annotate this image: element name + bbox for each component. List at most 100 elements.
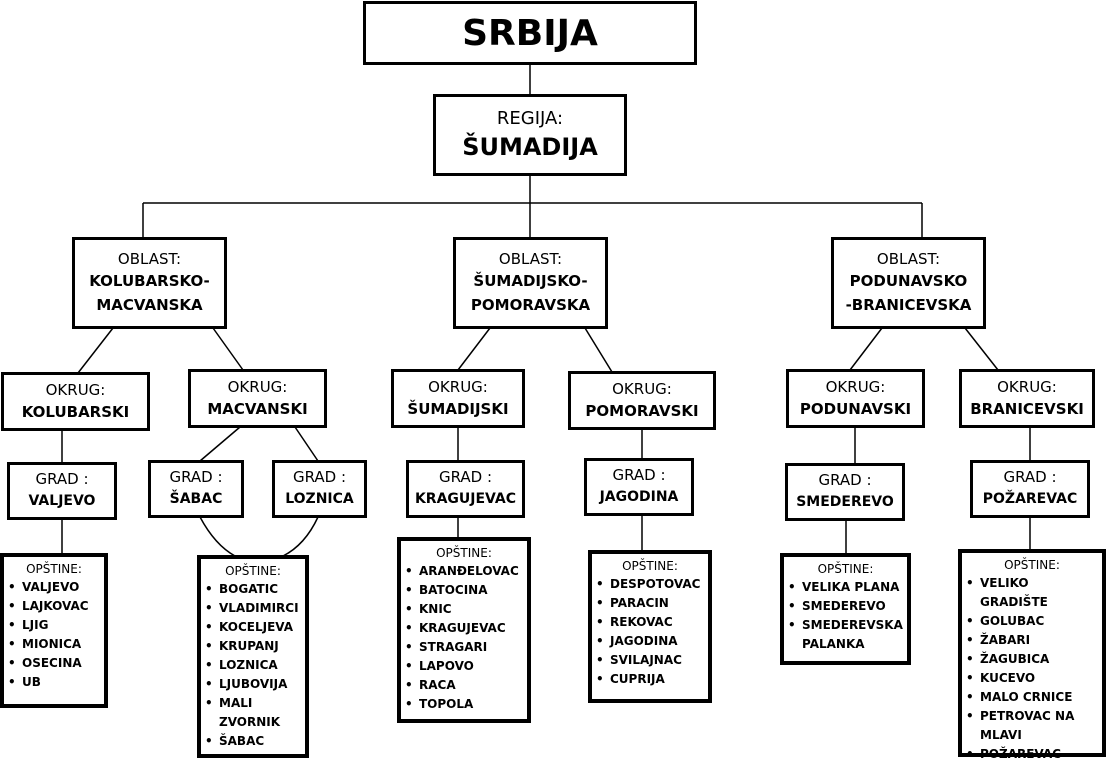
list-item: TOPOLA: [405, 695, 523, 714]
opstine-items: VELIKA PLANASMEDEREVOSMEDEREVSKA PALANKA: [788, 578, 903, 654]
opstine-items: VALJEVOLAJKOVACLJIGMIONICAOSECINAUB: [8, 578, 100, 692]
okrug-label: OKRUG:: [45, 380, 106, 399]
list-item: ŽAGUBICA: [966, 650, 1098, 669]
list-item: LJUBOVIJA: [205, 675, 301, 694]
opstine-list: OPŠTINE: VELIKO GRADIŠTEGOLUBACŽABARIŽAGU…: [958, 549, 1106, 764]
oblast-label: OBLAST:: [876, 250, 941, 268]
list-item: PETROVAC NA MLAVI: [966, 707, 1098, 745]
grad-label: GRAD :: [1003, 468, 1057, 486]
grad-box: GRAD : ŠABAC: [148, 460, 244, 518]
regija-label: REGIJA:: [496, 108, 564, 129]
okrug-box: OKRUG: BRANICEVSKI: [959, 369, 1095, 428]
okrug-box: OKRUG: PODUNAVSKI: [786, 369, 925, 428]
list-item: MALI ZVORNIK: [205, 694, 301, 732]
okrug-label: OKRUG:: [227, 377, 288, 396]
opstine-label: OPŠTINE:: [622, 559, 678, 573]
grad-label: GRAD :: [438, 468, 493, 486]
opstine-label: OPŠTINE:: [436, 546, 492, 560]
opstine-label: OPŠTINE:: [817, 562, 874, 576]
okrug-name: PODUNAVSKI: [799, 399, 912, 418]
list-item: JAGODINA: [596, 632, 704, 651]
grad-name: SMEDEREVO: [796, 494, 894, 510]
list-item: GOLUBAC: [966, 612, 1098, 631]
list-item: ŠABAC: [205, 732, 301, 751]
oblast-name: -BRANICEVSKA: [845, 296, 972, 314]
okrug-name: ŠUMADIJSKI: [407, 399, 509, 418]
list-item: OSECINA: [8, 654, 100, 673]
list-item: ŽABARI: [966, 631, 1098, 650]
opstine-label: OPŠTINE:: [1004, 558, 1060, 572]
list-item: STRAGARI: [405, 638, 523, 657]
list-item: RACA: [405, 676, 523, 695]
grad-name: ŠABAC: [169, 491, 223, 507]
okrug-name: BRANICEVSKI: [970, 399, 1084, 418]
list-item: LAPOVO: [405, 657, 523, 676]
okrug-label: OKRUG:: [428, 377, 488, 396]
regija-box: REGIJA: ŠUMADIJA: [433, 94, 627, 176]
list-item: CUPRIJA: [596, 670, 704, 689]
oblast-box: OBLAST: KOLUBARSKO- MACVANSKA: [72, 237, 227, 329]
list-item: LJIG: [8, 616, 100, 635]
list-item: REKOVAC: [596, 613, 704, 632]
oblast-box: OBLAST: PODUNAVSKO -BRANICEVSKA: [831, 237, 986, 329]
grad-box: GRAD : JAGODINA: [584, 458, 694, 516]
grad-box: GRAD : VALJEVO: [7, 462, 117, 520]
oblast-name: PODUNAVSKO: [849, 272, 968, 290]
opstine-items: BOGATICVLADIMIRCIKOCELJEVAKRUPANJLOZNICA…: [205, 580, 301, 751]
list-item: LOZNICA: [205, 656, 301, 675]
okrug-label: OKRUG:: [612, 379, 672, 398]
okrug-box: OKRUG: POMORAVSKI: [568, 371, 716, 430]
oblast-label: OBLAST:: [117, 250, 182, 268]
opstine-items: ARANĐELOVACBATOCINAKNICKRAGUJEVACSTRAGAR…: [405, 562, 523, 714]
opstine-items: DESPOTOVACPARACINREKOVACJAGODINASVILAJNA…: [596, 575, 704, 689]
opstine-list: OPŠTINE: VELIKA PLANASMEDEREVOSMEDEREVSKA…: [780, 553, 911, 665]
grad-box: GRAD : POŽAREVAC: [970, 460, 1090, 518]
regija-name: ŠUMADIJA: [462, 133, 598, 161]
oblast-name: ŠUMADIJSKO-: [473, 272, 588, 290]
okrug-box: OKRUG: KOLUBARSKI: [1, 372, 150, 431]
opstine-list: OPŠTINE:BOGATICVLADIMIRCIKOCELJEVAKRUPAN…: [197, 555, 309, 758]
oblast-name: MACVANSKA: [96, 296, 203, 314]
list-item: BATOCINA: [405, 581, 523, 600]
list-item: ARANĐELOVAC: [405, 562, 523, 581]
okrug-name: MACVANSKI: [207, 399, 308, 418]
opstine-label: OPŠTINE:: [26, 562, 82, 576]
oblast-name: POMORAVSKA: [470, 296, 591, 314]
grad-name: VALJEVO: [28, 493, 96, 509]
okrug-box: OKRUG: MACVANSKI: [188, 369, 327, 428]
list-item: BOGATIC: [205, 580, 301, 599]
list-item: VELIKA PLANA: [788, 578, 903, 597]
list-item: KRUPANJ: [205, 637, 301, 656]
list-item: KOCELJEVA: [205, 618, 301, 637]
grad-name: KRAGUJEVAC: [414, 491, 517, 507]
list-item: KUCEVO: [966, 669, 1098, 688]
list-item: KRAGUJEVAC: [405, 619, 523, 638]
grad-box: GRAD : LOZNICA: [272, 460, 367, 518]
okrug-label: OKRUG:: [997, 377, 1057, 396]
opstine-items: VELIKO GRADIŠTEGOLUBACŽABARIŽAGUBICAKUCE…: [966, 574, 1098, 764]
list-item: PARACIN: [596, 594, 704, 613]
list-item: SMEDEREVO: [788, 597, 903, 616]
opstine-list: OPŠTINE: VALJEVOLAJKOVACLJIGMIONICAOSECIN…: [0, 553, 108, 708]
oblast-label: OBLAST:: [498, 250, 563, 268]
grad-label: GRAD :: [292, 468, 347, 486]
grad-label: GRAD :: [818, 471, 872, 489]
list-item: VLADIMIRCI: [205, 599, 301, 618]
grad-label: GRAD :: [169, 468, 223, 486]
list-item: VELIKO GRADIŠTE: [966, 574, 1098, 612]
list-item: POŽAREVAC: [966, 745, 1098, 764]
grad-box: GRAD : SMEDEREVO: [785, 463, 905, 521]
okrug-label: OKRUG:: [825, 377, 886, 396]
list-item: DESPOTOVAC: [596, 575, 704, 594]
grad-name: POŽAREVAC: [982, 491, 1078, 507]
okrug-name: KOLUBARSKI: [21, 402, 130, 421]
okrug-box: OKRUG: ŠUMADIJSKI: [391, 369, 525, 428]
list-item: SVILAJNAC: [596, 651, 704, 670]
grad-name: JAGODINA: [599, 489, 679, 505]
oblast-name: KOLUBARSKO-: [89, 272, 210, 290]
list-item: SMEDEREVSKA PALANKA: [788, 616, 903, 654]
list-item: MALO CRNICE: [966, 688, 1098, 707]
root-box-srbija: SRBIJA: [363, 1, 697, 65]
list-item: UB: [8, 673, 100, 692]
